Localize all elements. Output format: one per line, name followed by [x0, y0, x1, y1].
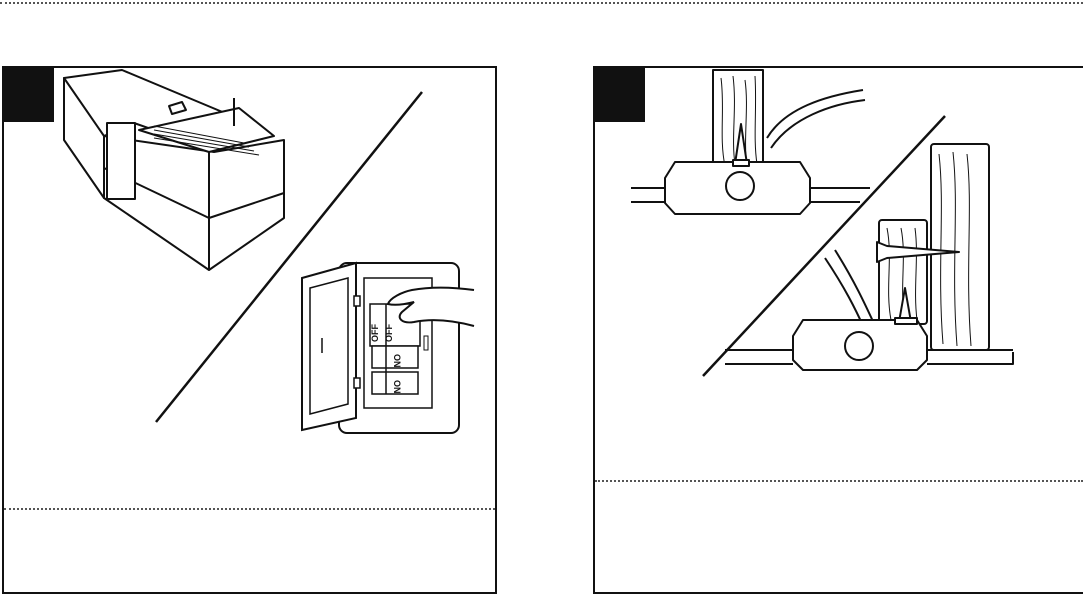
step-number [2, 66, 52, 120]
caption-separator [4, 508, 495, 510]
illustration-panel-step-2 [593, 66, 1083, 594]
caption-separator [595, 480, 1083, 482]
step-1-illustration: OFF OFF ON ON [4, 68, 499, 596]
step-2-illustration [595, 68, 1083, 596]
illustration-panel-step-1: OFF OFF ON ON [2, 66, 497, 594]
breaker-label-off-2: OFF [384, 324, 394, 342]
step-number-box [593, 66, 645, 122]
right-stud [931, 144, 989, 350]
top-dotted-rule [0, 2, 1083, 4]
step-number [593, 66, 643, 120]
breaker-label-off-1: OFF [370, 324, 380, 342]
breaker-label-on-2: ON [392, 380, 402, 394]
breaker-label-on-1: ON [392, 354, 402, 368]
step-number-box [2, 66, 54, 122]
box-side-plate [107, 123, 135, 199]
